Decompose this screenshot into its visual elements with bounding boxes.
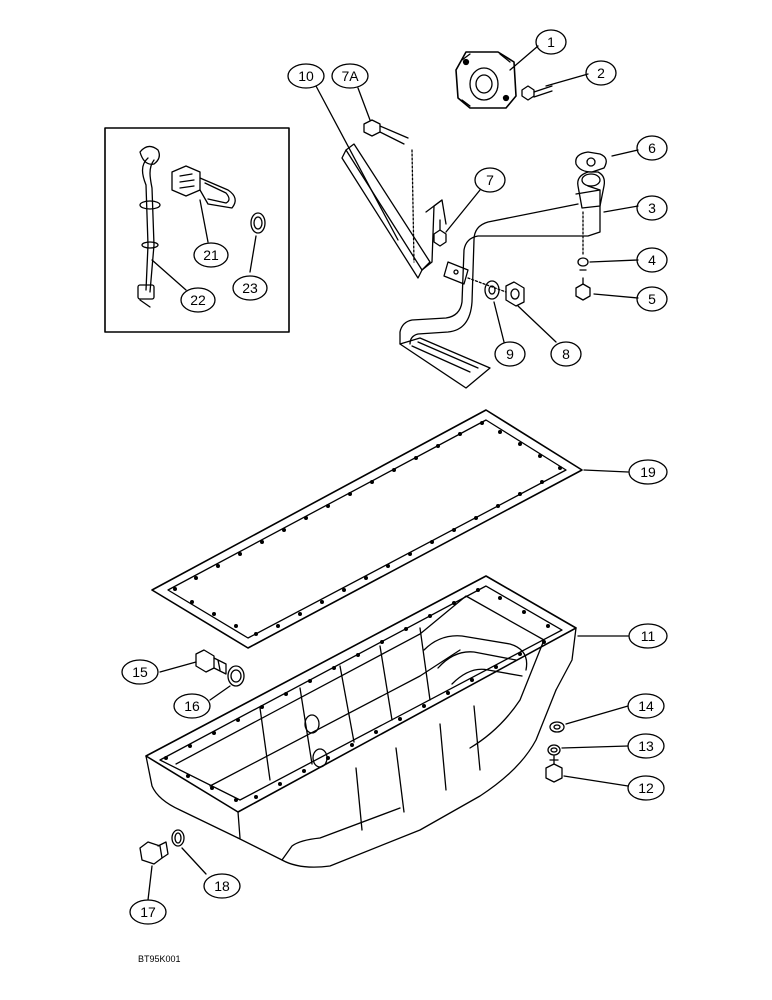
callout-15: 15 [121,659,159,685]
callout-9: 9 [494,341,526,367]
leader-13 [561,745,629,749]
seal-16 [227,665,245,687]
callout-3: 3 [636,195,668,221]
leader-6 [611,149,639,157]
bolt-7a [363,119,409,145]
callout-17: 17 [129,899,167,925]
seal-18 [171,829,185,847]
callout-18: 18 [203,873,241,899]
leader-17 [147,865,153,901]
gasket-6 [575,151,607,173]
svg-text:21: 21 [203,247,219,263]
svg-text:17: 17 [140,904,156,920]
leader-16 [209,685,231,701]
svg-text:22: 22 [190,292,206,308]
callout-23: 23 [232,275,268,301]
callout-13: 13 [627,733,665,759]
oil-pan [145,575,577,868]
oil-pump [455,51,517,109]
suction-tube [399,171,606,389]
svg-text:14: 14 [638,698,654,714]
svg-text:10: 10 [298,68,314,84]
svg-text:18: 18 [214,878,230,894]
plug-17 [139,841,169,865]
leader-9 [493,301,505,343]
svg-text:8: 8 [562,346,570,362]
callout-7: 7 [474,167,506,193]
callout-14: 14 [627,693,665,719]
svg-text:5: 5 [648,291,656,307]
bolt-12 [545,755,563,783]
sensor-inset [104,127,290,333]
svg-text:12: 12 [638,780,654,796]
wiring-harness [137,145,161,308]
svg-text:19: 19 [640,464,656,480]
level-sensor [171,165,236,209]
callout-11: 11 [628,623,668,649]
svg-text:7A: 7A [341,68,359,84]
svg-text:6: 6 [648,140,656,156]
leader-5 [593,293,639,299]
callout-6: 6 [636,135,668,161]
callout-10: 10 [287,63,325,89]
washer-9 [484,280,500,300]
leader-19 [583,469,629,473]
nut-4 [577,211,589,267]
svg-text:16: 16 [184,698,200,714]
callout-2: 2 [585,60,617,86]
plug-15 [195,649,227,675]
leader-21 [199,199,209,243]
svg-text:23: 23 [242,280,258,296]
leader-22 [151,259,187,291]
support-bracket [341,143,469,285]
nut-8 [467,277,525,307]
leader-14 [565,705,629,725]
callout-21: 21 [193,242,229,268]
leader-7a [357,87,371,121]
callout-7a: 7A [331,63,369,89]
svg-text:7: 7 [486,172,494,188]
svg-text:1: 1 [547,34,555,50]
callout-4: 4 [636,247,668,273]
svg-text:2: 2 [597,65,605,81]
washer-13 [547,744,561,756]
leader-15 [159,661,197,673]
o-ring-23 [250,212,266,234]
leader-1 [509,45,539,71]
leader-4 [589,259,639,263]
figure-code: BT95K001 [138,954,181,964]
svg-text:13: 13 [638,738,654,754]
svg-text:9: 9 [506,346,514,362]
callout-22: 22 [180,287,216,313]
oil-pan-gasket [151,409,583,649]
svg-text:15: 15 [132,664,148,680]
svg-text:4: 4 [648,252,656,268]
leader-7 [445,189,481,233]
callout-5: 5 [636,286,668,312]
leader-8 [517,305,557,343]
bolt-7 [433,219,447,247]
leader-10 [315,85,399,241]
bolt-5 [575,269,591,301]
leader-3 [603,205,639,213]
callout-12: 12 [627,775,665,801]
svg-text:11: 11 [641,628,656,644]
bolt-2 [521,85,553,101]
leader-23 [249,235,257,273]
svg-text:3: 3 [648,200,656,216]
callout-8: 8 [550,341,582,367]
callout-19: 19 [628,459,668,485]
leader-2 [545,73,589,87]
callout-1: 1 [535,29,567,55]
leader-18 [181,847,207,875]
leader-12 [563,775,629,787]
washer-14 [549,721,565,733]
callout-16: 16 [173,693,211,719]
